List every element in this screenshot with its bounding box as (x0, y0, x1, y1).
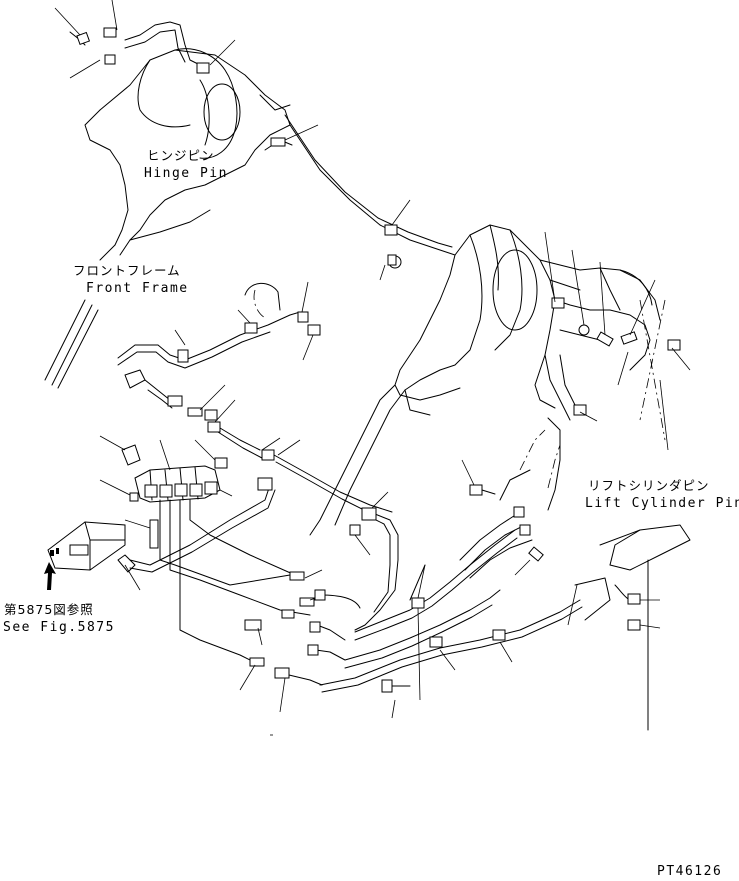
see-fig-label-en: See Fig.5875 (3, 620, 115, 635)
main-pipe-run (319, 529, 583, 701)
lower-bolt (270, 679, 411, 736)
lift-cylinder-pin-label-jp: リフトシリンダピン (588, 478, 710, 493)
lift-cylinder-pin-area (567, 524, 691, 731)
front-frame-label-jp: フロントフレーム (73, 263, 181, 278)
front-frame-drawing (44, 21, 293, 389)
front-grease-line (117, 281, 393, 513)
valve-block (99, 435, 233, 549)
grease-pump-unit (47, 521, 141, 591)
hinge-to-boom-pipe (284, 114, 456, 281)
arrow-up-icon (44, 562, 56, 590)
distribution-lines (129, 477, 361, 713)
lift-cylinder-pin-label-en: Lift Cylinder Pin (585, 496, 739, 511)
front-frame-leaders (54, 0, 319, 147)
center-pipe-run (349, 491, 426, 631)
boom-drawing (309, 224, 661, 536)
boom-side-pipes (459, 417, 561, 579)
front-frame-label-en: Front Frame (86, 281, 189, 296)
hinge-pin-label-jp: ヒンジピン (147, 148, 215, 163)
boom-fittings (519, 231, 691, 489)
see-fig-label-jp: 第5875図参照 (4, 602, 94, 617)
drawing-number: PT46126 (657, 864, 723, 879)
hinge-pin-label-en: Hinge Pin (144, 166, 228, 181)
